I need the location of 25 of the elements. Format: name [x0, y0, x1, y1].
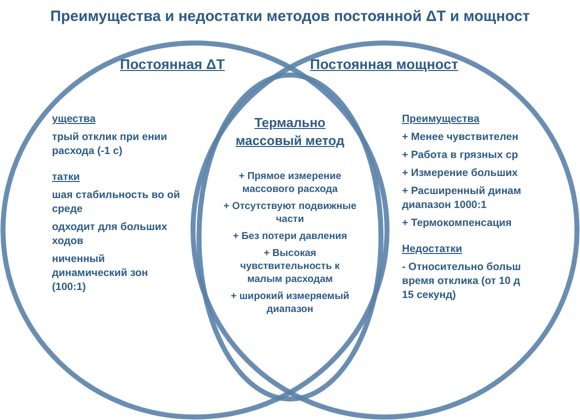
venn-circle [196, 72, 384, 402]
list-item: + Термокомпенсация [402, 216, 513, 230]
list-item: + Работа в грязных ср [402, 148, 519, 162]
subheading: Недостатки [402, 242, 464, 256]
list-item: + Прямое измерение массового расхода [238, 170, 342, 196]
diagram-title: Преимущества и недостатки методов постоянной ΔТ и мощност [49, 8, 531, 25]
list-item: + Менее чувствителен [402, 130, 520, 144]
list-item: + Расширенный динам диапазон 1000:1 [402, 184, 522, 212]
section-heading: Постоянная мощност [310, 56, 458, 72]
list-item: + Измерение больших [402, 166, 519, 180]
list-item: одходит для больших ходов [52, 220, 168, 248]
list-item: ниченный динамический зон (100:1) [52, 252, 149, 294]
list-item: + широкий измеряемый диапазон [230, 290, 350, 316]
section-heading: Постоянная ΔТ [120, 56, 225, 72]
subheading: Преимущества [402, 112, 480, 126]
subheading: татки [52, 170, 81, 184]
list-item: + Высокая чувствительность к малым расходам [239, 247, 341, 286]
section-heading: Термально массовый метод [234, 114, 346, 150]
list-item: - Относительно больш время отклика (от 10 д 15 секунд) [402, 260, 522, 302]
list-item: + Без потери давления [232, 230, 348, 243]
list-item: + Отсутствуют подвижные части [222, 200, 358, 226]
list-item: шая стабильность во ой среде [52, 188, 182, 216]
venn-circle [0, 40, 390, 420]
list-item: трый отклик при ении расхода (-1 с) [52, 130, 168, 158]
subheading: ущества [52, 112, 97, 126]
